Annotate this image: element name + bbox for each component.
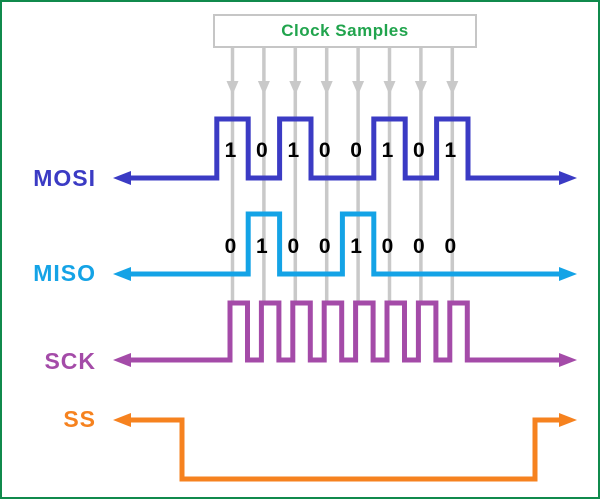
miso-right-arrow-icon bbox=[559, 267, 577, 281]
signal-label-ss: SS bbox=[63, 406, 96, 432]
mosi-bit-value: 0 bbox=[256, 139, 268, 162]
sample-arrowhead-icon bbox=[383, 81, 396, 95]
miso-bit-value: 0 bbox=[382, 235, 394, 258]
mosi-bit-value: 1 bbox=[444, 139, 456, 162]
miso-bit-value: 0 bbox=[319, 235, 331, 258]
mosi-bit-value: 1 bbox=[382, 139, 394, 162]
sck-left-arrow-icon bbox=[113, 353, 131, 367]
mosi-bit-value: 1 bbox=[287, 139, 299, 162]
miso-bit-value: 0 bbox=[444, 235, 456, 258]
sample-arrowhead-icon bbox=[226, 81, 239, 95]
signal-label-mosi: MOSI bbox=[33, 165, 96, 191]
sample-arrowhead-icon bbox=[414, 81, 427, 95]
sck-waveform bbox=[131, 300, 559, 363]
clock-samples-label: Clock Samples bbox=[281, 21, 409, 40]
sample-arrowhead-icon bbox=[289, 81, 302, 95]
sample-arrowhead-icon bbox=[257, 81, 270, 95]
miso-bit-value: 0 bbox=[413, 235, 425, 258]
sample-arrowhead-icon bbox=[320, 81, 333, 95]
ss-left-arrow-icon bbox=[113, 413, 131, 427]
miso-bit-value: 0 bbox=[225, 235, 237, 258]
miso-bit-value: 1 bbox=[256, 235, 268, 258]
mosi-left-arrow-icon bbox=[113, 171, 131, 185]
ss-right-arrow-icon bbox=[559, 413, 577, 427]
sample-arrowhead-icon bbox=[352, 81, 365, 95]
clock-samples-box: Clock Samples bbox=[213, 14, 477, 48]
mosi-bit-value: 0 bbox=[413, 139, 425, 162]
signal-label-miso: MISO bbox=[33, 260, 96, 286]
mosi-bit-value: 1 bbox=[225, 139, 237, 162]
miso-bit-value: 0 bbox=[287, 235, 299, 258]
sck-right-arrow-icon bbox=[559, 353, 577, 367]
mosi-bit-value: 0 bbox=[350, 139, 362, 162]
mosi-bit-value: 0 bbox=[319, 139, 331, 162]
mosi-waveform bbox=[131, 116, 559, 181]
miso-left-arrow-icon bbox=[113, 267, 131, 281]
signal-label-sck: SCK bbox=[44, 348, 96, 374]
miso-waveform bbox=[131, 211, 559, 277]
sample-arrowhead-icon bbox=[446, 81, 459, 95]
miso-bit-value: 1 bbox=[350, 235, 362, 258]
ss-waveform bbox=[131, 417, 559, 482]
mosi-right-arrow-icon bbox=[559, 171, 577, 185]
